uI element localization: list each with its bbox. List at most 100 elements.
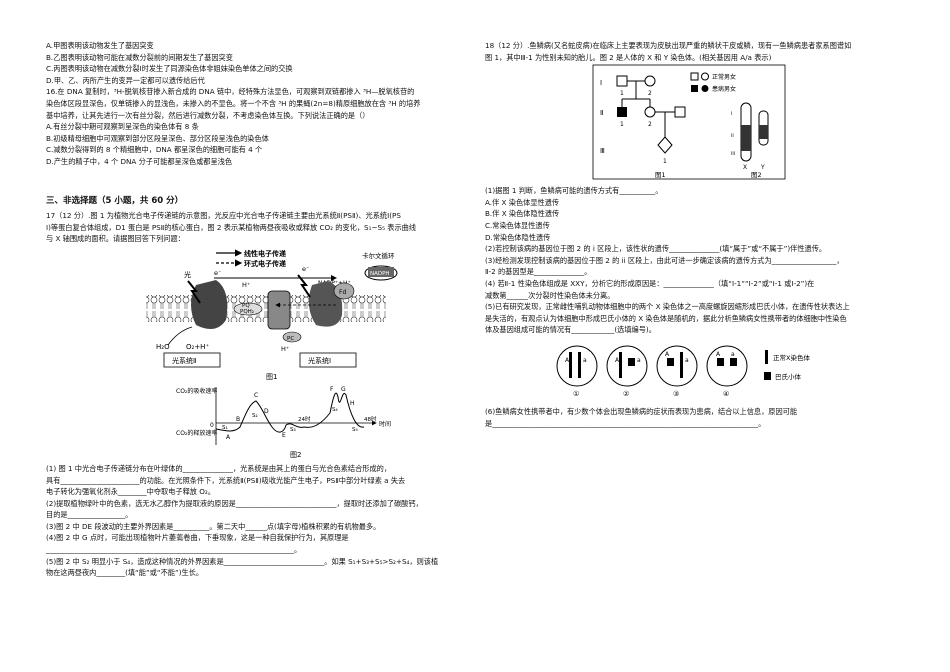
pedigree-I1-male-normal xyxy=(616,75,628,87)
q16-option: B.初级精母细胞中可观察到部分区段呈深色、部分区段呈浅色的染色体 xyxy=(46,133,269,143)
generation-II: Ⅱ xyxy=(600,109,603,117)
pq-label: PQ xyxy=(242,303,250,309)
allele-a: a xyxy=(637,357,641,364)
legend-cyclic-label: 环式电子传递 xyxy=(244,259,287,268)
q17-question: ________________________________________… xyxy=(46,545,302,555)
q17-question: 目的是________________。 xyxy=(46,510,133,520)
legend-linear-label: 线性电子传递 xyxy=(244,249,287,258)
ps2-label: 光系统Ⅱ xyxy=(172,356,196,365)
x-axis-label: 时间 xyxy=(379,420,391,428)
q17-question: (2)提取植物绿叶中的色素，选无水乙醇作为提取液的原因是____________… xyxy=(46,498,423,508)
legend-barr-body: 巴氏小体 xyxy=(775,372,802,381)
q17-stem: 17（12 分）.图 1 为植物光合电子传递链的示意图，光反应中光合电子传递链主… xyxy=(46,211,401,221)
q17-stem: Ⅰ)等蛋白复合体组成，D1 蛋白是 PSⅡ的核心蛋白，图 2 表示某植物两昼夜吸… xyxy=(46,222,417,232)
q17-question: (5)图 2 中 S₂ 明显小于 S₄，造成这种情况的外界因素是________… xyxy=(46,556,439,566)
q15-option: C.丙图表明该动物在减数分裂Ⅰ时发生了同源染色体非姐妹染色单体之间的交换 xyxy=(46,64,293,74)
chrom-caption: 图2 xyxy=(751,171,762,179)
pedigree-I2-female-normal xyxy=(644,75,656,87)
q18-question: Ⅱ-2 的基因型是______________。 xyxy=(485,267,592,277)
right-column: 18（12 分）.鱼鳞病(又名蛇皮病)在临床上主要表现为皮肤出现严重的鳞状干皮或… xyxy=(485,40,905,443)
pedigree-II1-male-affected xyxy=(617,107,627,118)
q18-question: (5)已有研究发现，正常雌性哺乳动物体细胞中的两个 X 染色体之一高度螺旋因缩形… xyxy=(485,302,850,312)
id-label: 1 xyxy=(663,158,667,165)
allele-A: A xyxy=(615,357,620,364)
q15-option: A.甲图表明该动物发生了基因突变 xyxy=(46,41,154,50)
q18-question: (1)据图 1 判断，鱼鳞病可能的遗传方式有__________。 xyxy=(485,186,663,196)
cell-number: ① xyxy=(573,390,579,398)
psii-complex xyxy=(191,279,228,329)
pedigree-II2-female-normal xyxy=(644,106,656,118)
q17-question: (3)图 2 中 DE 段波动的主要外界因素是__________。第二天中__… xyxy=(46,521,381,531)
q18-option: D.常染色体隐性遗传 xyxy=(485,232,551,242)
q18-question: 是_______________________________________… xyxy=(485,418,766,428)
pqh2-label: PQH₂ xyxy=(240,309,254,315)
nadph-label: NADPH xyxy=(370,271,390,277)
y-axis-top-label: CO₂的吸收速率 xyxy=(176,387,217,395)
cell-number: ④ xyxy=(723,390,729,398)
o2-label: O₂+H⁺ xyxy=(186,343,209,351)
q16-option: C.减数分裂得到的 8 个精细胞中，DNA 都呈深色的细胞可能有 4 个 xyxy=(46,145,263,155)
tick-48h: 48时 xyxy=(364,415,377,423)
thylakoid-membrane xyxy=(146,294,386,322)
left-column: A.甲图表明该动物发生了基因突变 B.乙图表明该动物可能在减数分裂前的间期发生了… xyxy=(46,40,461,579)
q17-question: (4)图 2 中 G 点时，可能出现植物叶片萎蔫卷曲，下垂现象，这是一种自我保护… xyxy=(46,533,349,543)
q18-option: C.常染色体显性遗传 xyxy=(485,220,550,230)
h-plus-label: H⁺ xyxy=(242,281,250,289)
allele-a: a xyxy=(685,357,689,364)
q18-stem: 图 1，其中Ⅲ-1 为性别未知的胎儿。图 2 是人体的 X 和 Y 染色体。(相… xyxy=(485,52,772,62)
e-minus-label: e⁻ xyxy=(302,265,309,273)
cell-number: ② xyxy=(623,390,629,398)
allele-a: a xyxy=(583,357,587,364)
legend-normal-x: 正常X染色体 xyxy=(773,353,810,362)
h2o-label: H₂O xyxy=(156,343,170,351)
pc-label: PC xyxy=(287,336,294,342)
point-H: H xyxy=(350,400,355,407)
q18-option: B.伴 X 染色体隐性遗传 xyxy=(485,209,560,219)
point-B: B xyxy=(236,416,240,423)
q16-stem: 染色体区段显深色，仅单链掺入的显浅色，未掺入的不显色。将一个不含 ³H 的果蝇(… xyxy=(46,98,421,108)
id-label: 1 xyxy=(620,90,624,97)
q17-stem: 与 X 轴围成的面积。请据图回答下列问题： xyxy=(46,234,185,244)
q18-question: (3)经检测发现控制该病的基因位于图 2 的 ii 区段上，由此可进一步确定该病… xyxy=(485,255,844,265)
q16-stem: 基中培养，让其先进行一次有丝分裂，然后进行减数分裂，不考虑染色体互换。下列说法正… xyxy=(46,110,370,120)
area-s2: S₂ xyxy=(252,413,258,419)
ps1-label: 光系统Ⅰ xyxy=(308,356,331,365)
region-iii: iii xyxy=(731,151,735,157)
cytochrome-complex xyxy=(267,290,291,330)
generation-III: Ⅲ xyxy=(600,147,605,155)
q18-question: 是失活的，有观点认为体细胞中形成巴氏小体的 X 染色体是随机的，据此分析鱼鳞病女… xyxy=(485,313,847,323)
allele-A: A xyxy=(665,351,670,358)
q16-option: D.产生的精子中，4 个 DNA 分子可能都呈深色或都呈浅色 xyxy=(46,156,233,166)
calvin-label: 卡尔文循环 xyxy=(362,251,395,260)
cell-option-3: A a ③ xyxy=(656,345,698,398)
q17-question: 电子转化为强氧化剂永________中夺取电子释放 O₂。 xyxy=(46,487,215,497)
origin-label: 0 xyxy=(210,422,214,429)
e-minus-label: e⁻ xyxy=(214,269,221,277)
pedigree-caption: 图1 xyxy=(655,171,666,179)
point-D: D xyxy=(264,408,269,415)
q18-question: (4) 若Ⅱ-1 性染色体组成是 XXY，分析它的形成原因是：_________… xyxy=(485,278,815,288)
figure1-caption: 图1 xyxy=(266,373,277,381)
q18-question: 减数第______次分裂时性染色体未分离。 xyxy=(485,290,615,300)
light-label: 光 xyxy=(184,270,191,279)
pedigree-III1-unknown xyxy=(657,136,673,154)
cell-option-2: A a ② xyxy=(606,345,648,398)
id-label: 1 xyxy=(620,121,624,128)
generation-I: Ⅰ xyxy=(600,79,602,87)
nadp-label: NADP⁺+H⁺ xyxy=(318,280,351,287)
chrom-y-label: Y xyxy=(760,164,765,171)
region-ii: ii xyxy=(731,133,734,139)
cell-option-4: A a ④ xyxy=(706,345,748,398)
tick-24h: 24时 xyxy=(298,415,311,423)
q18-question: 体及基因组成可能的情况有____________(选填编号)。 xyxy=(485,325,656,335)
region-i: i xyxy=(731,111,732,117)
figure2-caption: 图2 xyxy=(290,451,301,459)
legend-affected-label: 患病男女 xyxy=(712,85,736,93)
allele-A: A xyxy=(565,357,570,364)
id-label: 2 xyxy=(648,121,652,128)
q18-question: (6)鱼鳞病女性携带者中，有少数个体会出现鱼鳞病的症状而表现为患病，结合以上信息… xyxy=(485,406,798,416)
fd-label: Fd xyxy=(339,289,346,296)
q15-option: B.乙图表明该动物可能在减数分裂前的间期发生了基因突变 xyxy=(46,52,233,62)
q16-option: A.有丝分裂中期可观察到呈深色的染色体有 8 条 xyxy=(46,122,199,132)
